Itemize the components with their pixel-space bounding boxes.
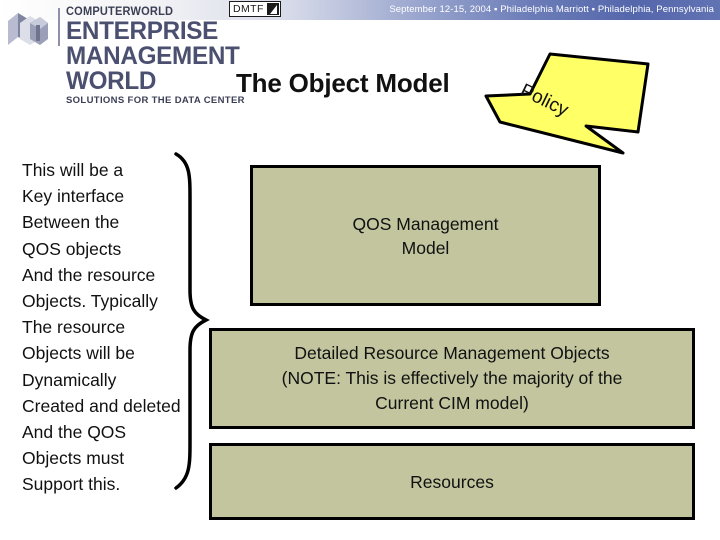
dmtf-label: DMTF [233,3,264,15]
computerworld-logo: COMPUTERWORLD ENTERPRISE MANAGEMENT WORL… [6,6,296,106]
note-line: This will be a [22,160,124,180]
box-label-line: (NOTE: This is effectively the majority … [281,368,623,388]
logo-line-tagline: SOLUTIONS FOR THE DATA CENTER [66,95,245,106]
box-label-line: Resources [410,471,494,492]
logo-line-computerworld: COMPUTERWORLD [66,6,174,18]
dmtf-flag-notch [270,5,277,14]
box-label: Resources [410,470,494,494]
page-title: The Object Model [236,68,450,98]
policy-callout-shape: Policy [480,52,660,167]
note-line: QOS objects [22,238,122,259]
logo-text-lockup: COMPUTERWORLD ENTERPRISE MANAGEMENT WORL… [66,6,296,106]
cube-logo-icon [6,11,52,47]
note-line: Key interface [22,186,125,207]
box-detailed-resource-management-objects[interactable]: Detailed Resource Management Objects (NO… [209,328,695,429]
event-details-text: September 12-15, 2004 ▪ Philadelphia Mar… [389,4,714,15]
note-line: And the QOS [22,422,127,443]
note-line: Objects will be [22,343,135,364]
dmtf-logo: DMTF [229,1,281,17]
right-curly-brace-icon [170,150,214,492]
box-label-line: QOS Management [352,213,499,234]
box-label-line: Detailed Resource Management Objects [294,343,610,363]
note-line: Dynamically [22,369,117,390]
box-label-line: Current CIM model) [375,393,529,413]
note-line: Objects. Typically [22,291,158,312]
logo-divider [58,8,60,46]
box-qos-management-model[interactable]: QOS Management Model [250,165,601,306]
note-line: Created and deleted [22,395,181,416]
note-line: Objects must [22,448,125,469]
note-line: Between the [22,212,120,233]
note-line: And the resource [22,264,156,285]
note-line: The resource [22,317,126,338]
note-line: Support this. [22,474,121,495]
header-gradient-band [0,0,720,20]
dmtf-flag-icon [267,3,279,15]
box-label: Detailed Resource Management Objects (NO… [282,341,623,416]
box-resources[interactable]: Resources [209,443,695,520]
box-label-line: Model [401,237,450,258]
left-annotation-text: This will be a Key interface Between the… [22,157,222,498]
box-label: QOS Management Model [353,212,499,260]
logo-line-enterprise-management-world: ENTERPRISE MANAGEMENT WORLD [66,17,240,95]
